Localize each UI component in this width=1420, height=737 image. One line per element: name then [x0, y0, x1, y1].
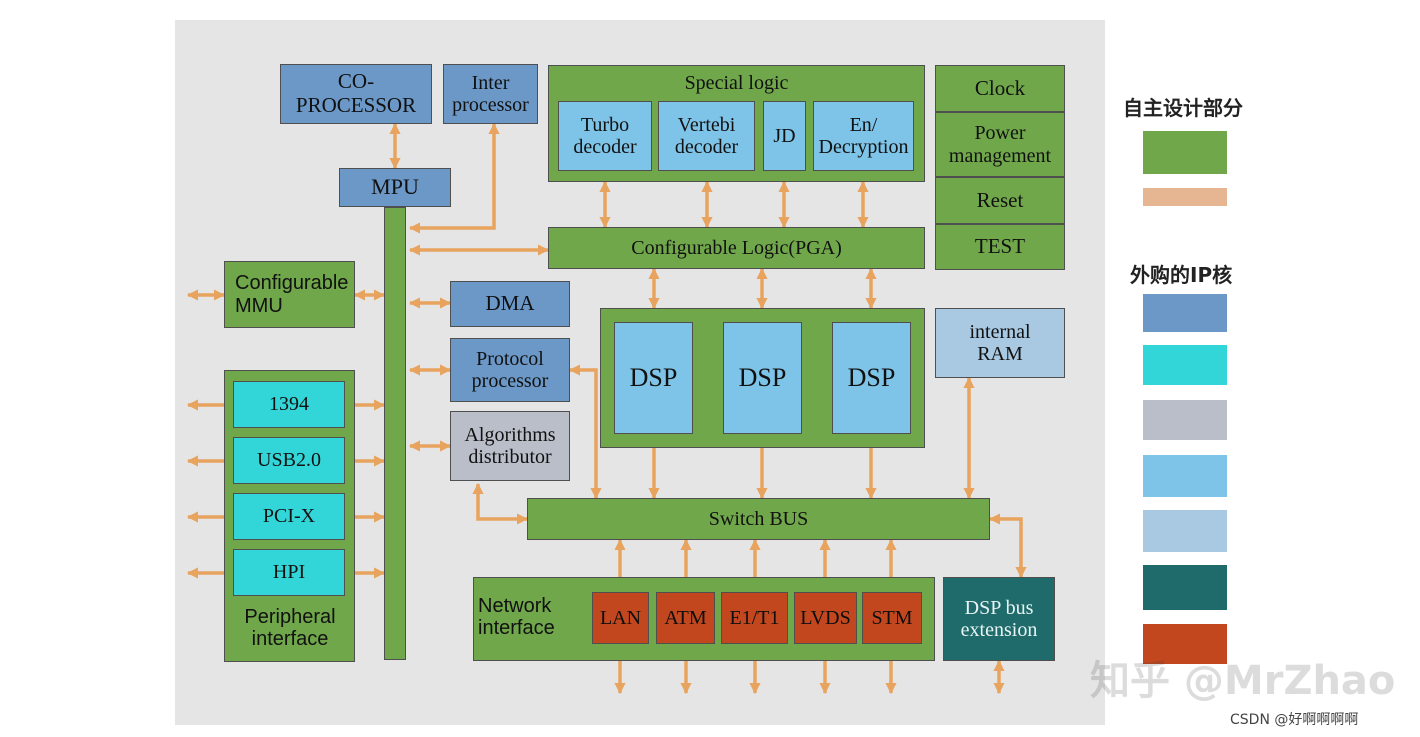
peripheral-interface-label: Peripheral interface [244, 606, 336, 651]
legend-swatch-gray [1143, 400, 1227, 440]
arrow-protocol-switch [568, 364, 602, 500]
hpi-block: HPI [233, 549, 345, 596]
special-logic-label: Special logic [684, 72, 789, 94]
zhihu-watermark: 知乎 @MrZhao [1090, 658, 1396, 704]
dsp-block-1: DSP [614, 322, 693, 434]
legend-swatch-peach [1143, 188, 1227, 206]
configurable-logic-block: Configurable Logic(PGA) [548, 227, 925, 269]
vertebi-decoder-block: Vertebi decoder [658, 101, 755, 171]
coprocessor-block: CO- PROCESSOR [280, 64, 432, 124]
lvds-block: LVDS [794, 592, 857, 644]
legend-swatch-blue [1143, 294, 1227, 332]
arrow-algorithms-switch [472, 482, 529, 525]
legend-swatch-sky [1143, 455, 1227, 497]
legend-swatch-pale [1143, 510, 1227, 552]
turbo-decoder-block: Turbo decoder [558, 101, 652, 171]
configurable-mmu-block: Configurable MMU [224, 261, 355, 328]
csdn-credit: CSDN @好啊啊啊啊 [1230, 712, 1359, 728]
legend-swatch-rust [1143, 624, 1227, 664]
protocol-processor-block: Protocol processor [450, 338, 570, 402]
en-decryption-block: En/ Decryption [813, 101, 914, 171]
dsp-bus-extension-block: DSP bus extension [943, 577, 1055, 661]
dma-block: DMA [450, 281, 570, 327]
interprocessor-block: Inter processor [443, 64, 538, 124]
legend-purchased-ip-title: 外购的IP核 [1130, 263, 1233, 287]
legend-own-design-title: 自主设计部分 [1123, 96, 1243, 120]
dsp-block-2: DSP [723, 322, 802, 434]
reset-block: Reset [935, 177, 1065, 224]
jd-block: JD [763, 101, 806, 171]
legend-swatch-green [1143, 131, 1227, 174]
test-block: TEST [935, 224, 1065, 270]
ieee1394-block: 1394 [233, 381, 345, 428]
legend-swatch-teal [1143, 565, 1227, 610]
pci-x-block: PCI-X [233, 493, 345, 540]
network-interface-label: Network interface [478, 595, 555, 640]
legend-swatch-cyan [1143, 345, 1227, 385]
mpu-bus [384, 207, 406, 660]
internal-ram-block: internal RAM [935, 308, 1065, 378]
arrow-bus-interproc [408, 122, 500, 234]
power-management-block: Power management [935, 112, 1065, 177]
usb2-block: USB2.0 [233, 437, 345, 484]
switch-bus-block: Switch BUS [527, 498, 990, 540]
atm-block: ATM [656, 592, 715, 644]
e1t1-block: E1/T1 [721, 592, 788, 644]
clock-block: Clock [935, 65, 1065, 112]
mpu-block: MPU [339, 168, 451, 207]
dsp-block-3: DSP [832, 322, 911, 434]
algorithms-distributor-block: Algorithms distributor [450, 411, 570, 481]
stm-block: STM [862, 592, 922, 644]
lan-block: LAN [592, 592, 649, 644]
arrow-switch-dspbus [988, 513, 1027, 579]
